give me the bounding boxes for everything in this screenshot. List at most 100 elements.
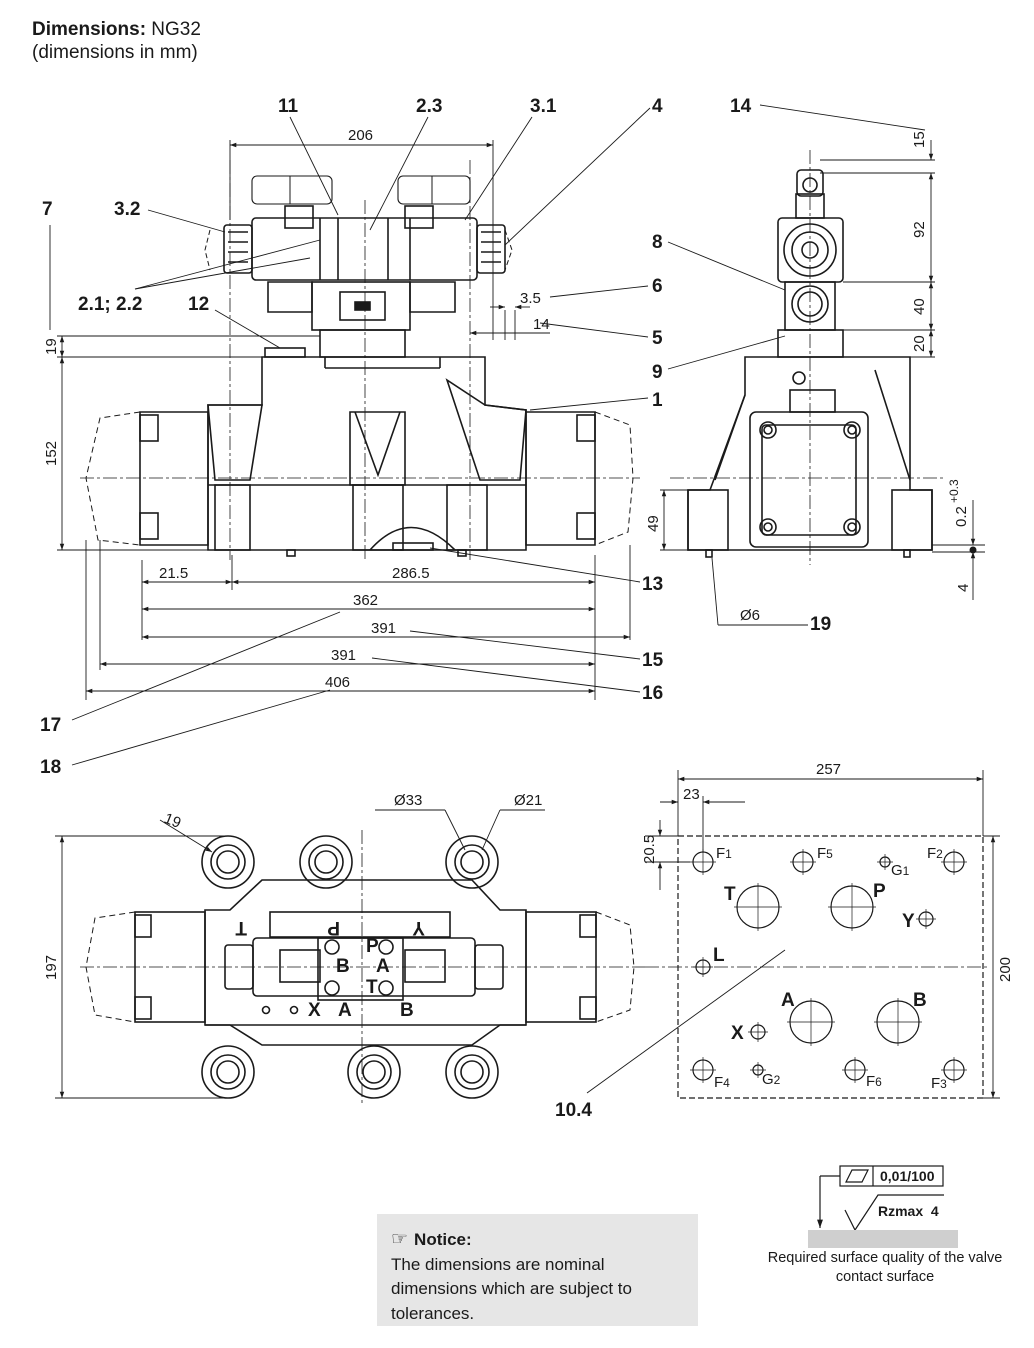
dim-49: 49 xyxy=(645,515,662,532)
top-label-T: T xyxy=(235,917,247,938)
port-X: X xyxy=(731,1023,744,1044)
pilot-label-A: A xyxy=(376,956,390,977)
front-centerlines xyxy=(80,160,640,560)
left-cover xyxy=(139,411,209,546)
callout-12: 12 xyxy=(188,294,209,315)
page-title: Dimensions: NG32 (dimensions in mm) xyxy=(32,18,201,64)
port-P: P xyxy=(873,881,886,902)
notice-box: ☞ Notice: The dimensions are nominal dim… xyxy=(377,1214,698,1326)
pilot-label-B: B xyxy=(336,956,350,977)
top-view-labels: T P Y X A B P B A T xyxy=(235,917,425,1021)
callout-19: 19 xyxy=(810,614,831,635)
dim-206: 206 xyxy=(348,127,373,144)
dim-362: 362 xyxy=(353,592,378,609)
callout-4: 4 xyxy=(652,96,663,117)
dim-dia-21: Ø21 xyxy=(514,792,542,809)
title-rest: NG32 xyxy=(146,19,201,40)
dim-dia-33: Ø33 xyxy=(394,792,422,809)
top-label-A: A xyxy=(338,1000,352,1021)
dim-286-5: 286.5 xyxy=(392,565,430,582)
pointing-hand-icon: ☞ xyxy=(391,1229,409,1250)
callout-17: 17 xyxy=(40,715,61,736)
side-centerlines xyxy=(670,150,945,565)
title-subtitle: (dimensions in mm) xyxy=(32,42,198,63)
side-dimension-lines xyxy=(660,104,985,626)
dim-391-b: 391 xyxy=(331,647,356,664)
notice-body: The dimensions are nominal dimensions wh… xyxy=(391,1254,632,1323)
hole-F5: F5 xyxy=(817,845,833,862)
roughness-value: Rzmax 4 xyxy=(878,1203,939,1219)
dim-15: 15 xyxy=(911,131,928,148)
front-view xyxy=(85,175,634,557)
dimension-values: 206 3.5 14 19 152 21.5 286.5 362 391 391… xyxy=(43,127,1014,982)
dim-20: 20 xyxy=(911,335,928,352)
dim-20-5: 20.5 xyxy=(641,835,658,864)
callout-13: 13 xyxy=(642,574,663,595)
hole-G1: G1 xyxy=(891,862,910,879)
notice-heading: ☞ Notice: xyxy=(391,1228,686,1253)
top-label-P: P xyxy=(327,917,340,938)
pilot-label-T: T xyxy=(366,977,378,998)
dim-21-5: 21.5 xyxy=(159,565,188,582)
callout-3-2: 3.2 xyxy=(114,199,140,220)
flatness-value: 0,01/100 xyxy=(880,1168,935,1184)
callout-9: 9 xyxy=(652,362,663,383)
callout-7: 7 xyxy=(42,199,53,220)
dim-152: 152 xyxy=(43,441,60,466)
top-label-B: B xyxy=(400,1000,414,1021)
top-label-X: X xyxy=(308,1000,321,1021)
dim-dia-6: Ø6 xyxy=(740,607,760,624)
callout-1: 1 xyxy=(652,390,663,411)
dim-23: 23 xyxy=(683,786,700,803)
main-body-outline xyxy=(207,356,527,551)
dim-19: 19 xyxy=(43,338,60,355)
port-labels: T P Y L A B X F1 F5 F2 G1 F4 G2 F6 F3 xyxy=(713,845,947,1092)
dim-radius-19: 19 xyxy=(162,810,184,832)
port-B: B xyxy=(913,990,927,1011)
contact-surface-hatch xyxy=(808,1230,958,1248)
callout-18: 18 xyxy=(40,757,61,778)
port-L: L xyxy=(713,945,725,966)
callout-2-3: 2.3 xyxy=(416,96,442,117)
dim-4: 4 xyxy=(955,584,972,592)
title-bold: Dimensions: xyxy=(32,19,147,40)
hole-F1: F1 xyxy=(716,845,732,862)
callout-3-1: 3.1 xyxy=(530,96,557,117)
surface-dimension-lines xyxy=(586,770,1000,1099)
callout-2-1-2-2: 2.1; 2.2 xyxy=(78,294,142,315)
callout-8: 8 xyxy=(652,232,663,253)
dim-3-5: 3.5 xyxy=(520,290,541,307)
callout-6: 6 xyxy=(652,276,663,297)
front-dimension-lines xyxy=(49,107,651,766)
pilot-adapter-plate xyxy=(319,329,406,358)
dim-391-a: 391 xyxy=(371,620,396,637)
dim-40: 40 xyxy=(911,298,928,315)
callout-16: 16 xyxy=(642,683,663,704)
datum-point xyxy=(969,546,977,554)
top-dimension-lines xyxy=(55,809,545,1099)
top-centerlines xyxy=(80,830,645,1105)
right-cover xyxy=(525,411,596,546)
dim-406: 406 xyxy=(325,674,350,691)
dim-0-2-tolerance: +0.3 xyxy=(947,479,961,503)
surface-quality-symbol xyxy=(817,1165,944,1232)
hole-G2: G2 xyxy=(762,1071,781,1088)
dim-14: 14 xyxy=(533,316,550,333)
top-label-Y: Y xyxy=(412,917,425,938)
callout-11: 11 xyxy=(278,96,299,117)
hole-F6: F6 xyxy=(866,1073,882,1090)
callout-15: 15 xyxy=(642,650,664,671)
dim-197: 197 xyxy=(43,955,60,980)
dim-200: 200 xyxy=(997,957,1014,982)
port-Y: Y xyxy=(902,911,915,932)
hole-F2: F2 xyxy=(927,845,943,862)
dim-92: 92 xyxy=(911,221,928,238)
port-T: T xyxy=(724,884,736,905)
callout-14: 14 xyxy=(730,96,752,117)
hole-F4: F4 xyxy=(714,1074,730,1091)
surface-symbol-text: 0,01/100 Rzmax 4 xyxy=(878,1168,939,1219)
dim-0-2: 0.2 xyxy=(953,506,970,527)
pilot-label-P: P xyxy=(366,936,379,957)
port-A: A xyxy=(781,990,795,1011)
